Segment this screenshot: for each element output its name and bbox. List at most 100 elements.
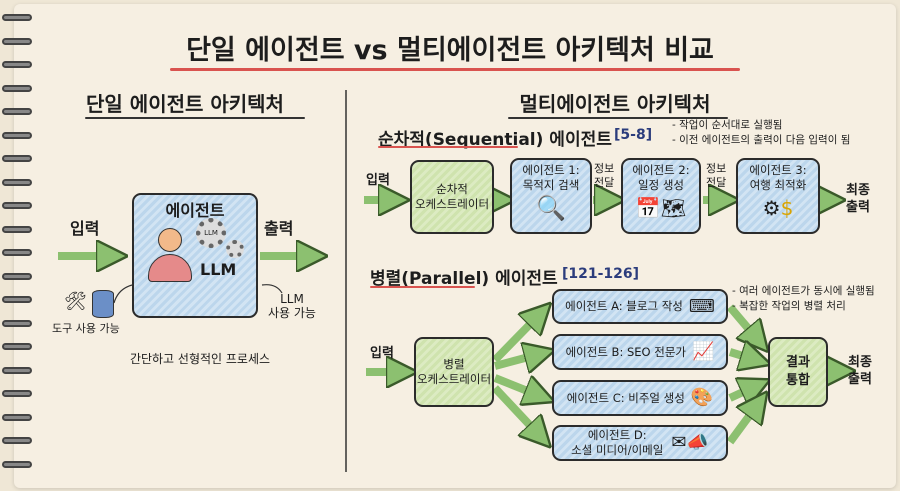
spiral-ring (2, 155, 32, 162)
agent-label: 에이전트 B: SEO 전문가 (565, 344, 686, 359)
spiral-ring (2, 296, 32, 303)
orchestrator-line: 오케스트레이터 (414, 197, 490, 211)
spiral-ring (2, 225, 32, 233)
agent-label: 에이전트 C: 비주얼 생성 (566, 390, 685, 405)
agent-line: 에이전트 2: (632, 163, 690, 177)
spiral-ring (2, 413, 32, 421)
single-input-label: 입력 (70, 219, 100, 238)
handoff-line: 정보 (706, 162, 727, 175)
tools-curve-arrow (113, 284, 133, 304)
spiral-ring (2, 14, 32, 21)
magnifier-icon: 🔍 (536, 194, 566, 222)
handoff-line: 정보 (594, 162, 615, 175)
agent-line: 에이전트 D: (587, 428, 647, 442)
wrench-screwdriver-icon: 🛠 (64, 291, 87, 312)
llm-use-line2: 사용 가능 (268, 306, 316, 320)
par-agent-a: 에이전트 A: 블로그 작성 ⌨ (552, 289, 728, 324)
spiral-ring (2, 131, 32, 139)
multi-heading: 멀티에이전트 아키텍처 (519, 92, 711, 116)
person-body-icon (148, 254, 192, 282)
fan-b (493, 354, 540, 366)
single-output-label: 출력 (264, 219, 294, 238)
fan-a (492, 314, 540, 363)
spiral-ring (2, 366, 32, 374)
agent-line: 여행 최적화 (749, 178, 807, 192)
agent-line: 소셜 미디어/이메일 (571, 443, 664, 457)
small-gear-icon (226, 240, 244, 258)
typewriter-icon: ⌨ (688, 295, 715, 317)
agent-line: 일정 생성 (638, 178, 684, 192)
calendar-map-icon: 📅🗺 (635, 196, 687, 220)
parallel-notes: - 여러 에이전트가 동시에 실행됨 - 복잡한 작업의 병렬 처리 (732, 284, 875, 314)
database-icon (92, 290, 114, 318)
merge-b (728, 352, 756, 360)
final-line: 출력 (846, 200, 870, 215)
seq-agent-2: 에이전트 2:일정 생성 📅🗺 (621, 158, 701, 234)
parallel-heading: 병렬(Parallel) 에이전트 (370, 269, 558, 289)
orchestrator-line: 순차적 (436, 182, 468, 196)
spiral-ring (2, 390, 32, 397)
parallel-note: - 여러 에이전트가 동시에 실행됨 (732, 285, 875, 297)
spiral-ring (2, 108, 32, 115)
agent-title: 에이전트 (165, 201, 225, 220)
parallel-note: - 복잡한 작업의 병렬 처리 (732, 300, 846, 312)
final-line: 최종 (846, 183, 870, 198)
agent-line: 에이전트 3: (749, 163, 807, 177)
spiral-ring (2, 437, 32, 444)
spiral-ring (2, 178, 32, 186)
spiral-ring (2, 343, 32, 350)
page-title: 단일 에이전트 vs 멀티에이전트 아키텍처 비교 (186, 35, 714, 66)
spiral-ring (2, 61, 32, 68)
orchestrator-line: 오케스트레이터 (416, 372, 492, 386)
merge-a (726, 304, 758, 340)
par-agent-c: 에이전트 C: 비주얼 생성🎨 (552, 380, 728, 416)
merge-line: 결과 (786, 355, 810, 370)
single-heading: 단일 에이전트 아키텍처 (86, 92, 284, 116)
merge-line: 통합 (786, 373, 810, 388)
handoff-line: 전달 (706, 176, 727, 189)
seq-agent-3: 에이전트 3:여행 최적화⚙$ (736, 158, 820, 234)
merge-d (726, 404, 758, 445)
parallel-ref: [121-126] (562, 266, 640, 282)
orchestrator-line: 병렬 (443, 357, 465, 371)
tools-label: 도구 사용 가능 (52, 322, 120, 335)
title-underline (170, 68, 740, 71)
single-agent-box: 에이전트 LLM LLM (132, 193, 258, 318)
agent-line: 목적지 검색 (522, 178, 580, 192)
llm-curve-arrow (261, 284, 283, 294)
fan-d (492, 385, 540, 436)
fan-c (493, 374, 540, 396)
final-line: 최종 (848, 355, 872, 370)
sequential-note: - 작업이 순서대로 실행됨 (672, 119, 783, 131)
sequential-underline (378, 146, 518, 148)
final-line: 출력 (848, 372, 872, 387)
agent-line: 에이전트 1: (522, 163, 580, 177)
person-head-icon (158, 228, 182, 252)
llm-gear-label: LLM (204, 229, 218, 237)
seo-chart-icon: 📈 (692, 341, 715, 362)
sequential-notes: - 작업이 순서대로 실행됨- 이전 에이전트의 출력이 다음 입력이 됨 (672, 118, 850, 148)
agent-label: 에이전트 A: 블로그 작성 (565, 299, 683, 313)
spiral-ring (2, 272, 32, 280)
spiral-ring (2, 460, 32, 468)
spiral-ring (2, 37, 32, 45)
spiral-ring (2, 249, 32, 256)
spiral-ring (2, 319, 32, 327)
sequential-ref: [5-8] (614, 127, 653, 143)
llm-label: LLM (200, 260, 237, 279)
single-caption: 간단하고 선형적인 프로세스 (129, 352, 271, 366)
llm-use-line1: LLM (280, 292, 304, 306)
llm-gear-icon: LLM (196, 218, 226, 248)
merge-c (728, 386, 756, 398)
seq-input-label: 입력 (366, 173, 390, 188)
spiral-ring (2, 202, 32, 209)
multi-heading-underline (508, 117, 728, 119)
